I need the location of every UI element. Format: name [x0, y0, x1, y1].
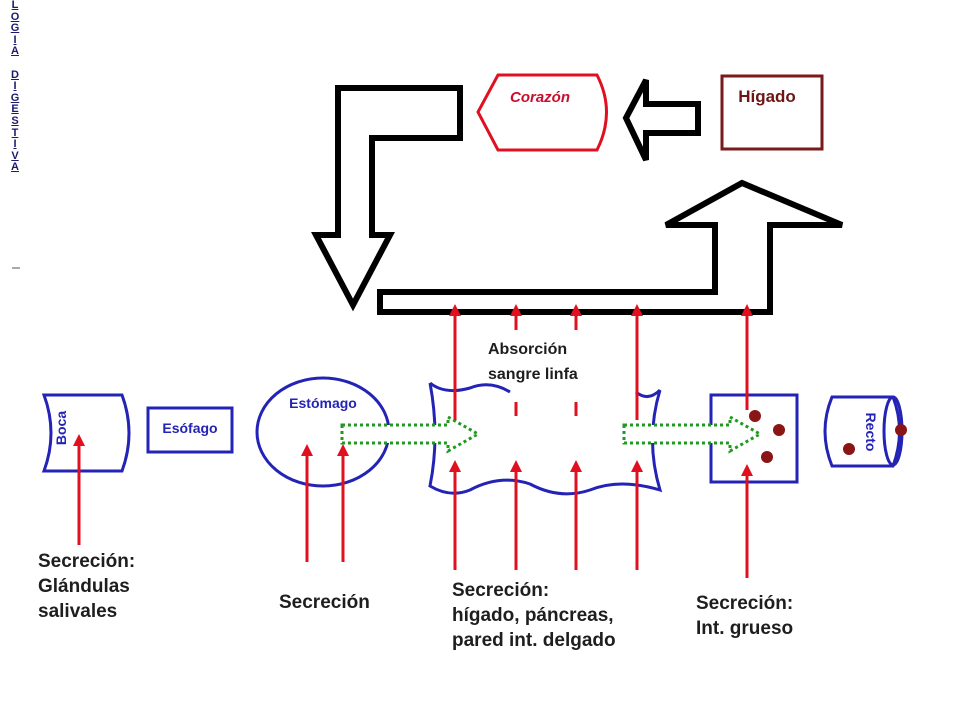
circulation-arrow-outline — [377, 179, 844, 315]
title-letter: L — [11, 0, 19, 11]
title-letter: D — [11, 68, 19, 81]
esophagus-label: Esófago — [162, 420, 217, 436]
secretion-glands-1: Secreción: — [38, 551, 135, 572]
flow-arrow-intestine — [622, 414, 764, 454]
title-letter: G — [10, 22, 20, 35]
return-arrow-outline — [311, 85, 463, 312]
secretion-small-1: Secreción: — [452, 580, 549, 601]
title-letter: O — [10, 10, 20, 23]
feces-dot — [773, 424, 785, 436]
liver-to-heart-arrow — [622, 78, 701, 162]
title-letter: A — [11, 161, 19, 174]
title-letter: V — [11, 149, 19, 162]
title-letter: I — [13, 33, 17, 46]
mouth-shape — [41, 393, 131, 473]
feces-dot — [843, 443, 855, 455]
title-letter: E — [11, 103, 19, 116]
secretion-stomach: Secreción — [279, 592, 370, 613]
absorption-arrows — [449, 304, 753, 420]
absorption-label-1: Absorción — [488, 341, 567, 358]
secretion-large-1: Secreción: — [696, 593, 793, 614]
feces-dot — [761, 451, 773, 463]
stomach-label: Estómago — [289, 395, 357, 411]
secretion-small-3: pared int. delgado — [452, 630, 616, 651]
heart-box — [476, 73, 608, 152]
absorption-label-2: sangre linfa — [488, 366, 578, 383]
title-letter: I — [13, 80, 17, 93]
vertical-title: L O G I A D I G E S T I V A — [6, 0, 24, 174]
secretion-glands-3: salivales — [38, 601, 117, 622]
mouth-label: Boca — [53, 411, 69, 445]
title-letter: A — [11, 45, 19, 58]
secretion-glands-2: Glándulas — [38, 576, 130, 597]
feces-dot — [749, 410, 761, 422]
flow-arrow-stomach — [340, 414, 482, 454]
liver-box — [720, 74, 824, 151]
secretion-large-2: Int. grueso — [696, 618, 793, 639]
title-letter: I — [13, 138, 17, 151]
rectum-label: Recto — [863, 413, 879, 452]
feces-dot — [895, 424, 907, 436]
heart-label: Corazón — [510, 89, 570, 106]
title-letter: T — [11, 126, 19, 139]
secretion-arrows — [73, 434, 753, 578]
esophagus-box — [146, 406, 234, 454]
liver-label: Hígado — [738, 87, 796, 106]
title-letter: G — [10, 91, 20, 104]
secretion-small-2: hígado, páncreas, — [452, 605, 614, 626]
title-letter: S — [11, 114, 19, 127]
